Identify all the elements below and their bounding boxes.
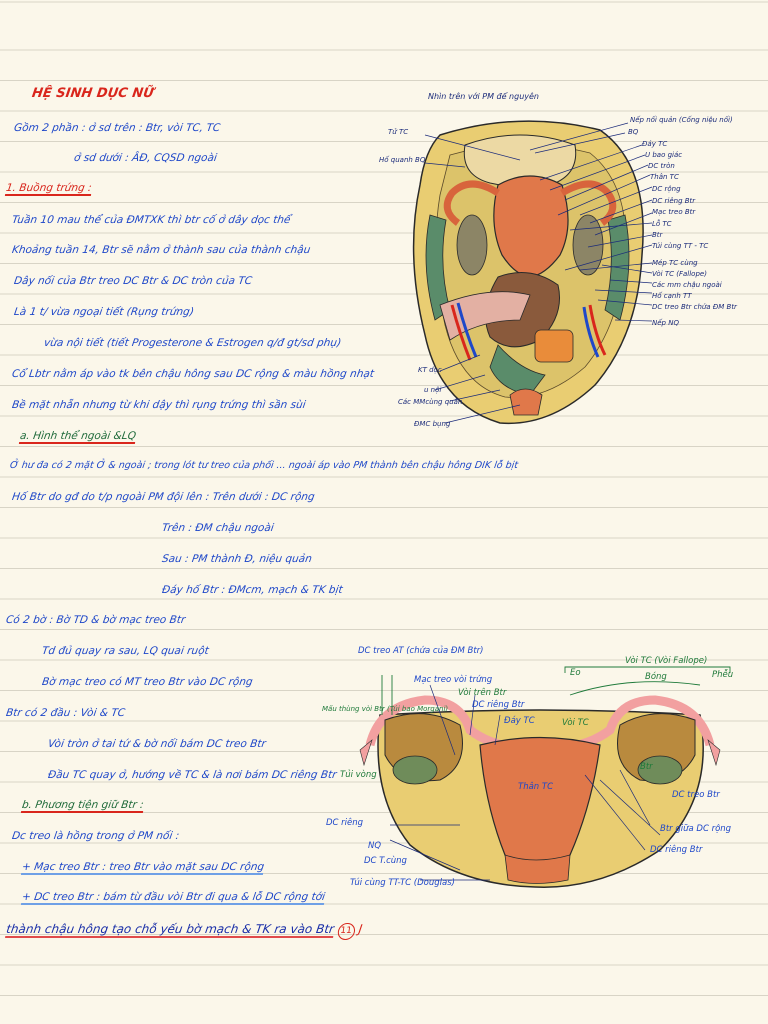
d1-label: DC treo Btr chứa ĐM Btr <box>652 303 737 311</box>
section-heading: a. Hình thể ngoài &LQ <box>18 430 137 444</box>
d1-label: BQ <box>628 128 639 136</box>
d2-label: NQ <box>368 841 382 851</box>
d2-label: Vòi TC (Vòi Fallope) <box>625 656 708 666</box>
d1-label: DC rộng <box>652 185 681 193</box>
section-heading: b. Phương tiện giữ Btr : <box>20 799 145 813</box>
d2-label: Mấu thùng vòi Btr (Túi bao Morgani) <box>322 705 449 713</box>
note-line: Vòi tròn ở tai tứ & bờ nối bám DC treo B… <box>47 738 267 750</box>
d1-label: Vòi TC (Fallope) <box>652 270 707 278</box>
uterus-adnexa-illustration <box>359 666 731 888</box>
d1-label: Đáy TC <box>642 140 668 148</box>
d2-label: DC T.cùng <box>364 856 407 866</box>
d1-label: DC tròn <box>648 162 675 170</box>
d2-label: Phễu <box>712 670 734 680</box>
note-line: Td đủ quay ra sau, LQ quai ruột <box>41 645 210 657</box>
note-line: Đầu TC quay ở, hướng về TC & là nơi bám … <box>47 769 338 781</box>
note-line: Bề mặt nhẵn nhưng từ khi dậy thì rụng tr… <box>11 399 307 411</box>
d2-label: Tủi vòng <box>340 770 377 780</box>
d2-label: Vòi trên Btr <box>458 688 507 698</box>
d2-label: Mạc treo vòi trứng <box>414 675 493 685</box>
note-line: + Mạc treo Btr : treo Btr vào mặt sau DC… <box>20 861 265 875</box>
d1-label: Mạc treo Btr <box>652 208 696 216</box>
note-line: Có 2 bờ : Bờ TD & bờ mạc treo Btr <box>5 614 187 626</box>
note-line: vừa nội tiết (tiết Progesterone & Estrog… <box>43 337 342 349</box>
d1-label: Thân TC <box>650 173 679 181</box>
note-line: Trên : ĐM chậu ngoài <box>161 522 275 534</box>
note-line: Dc treo là hồng trong ở PM nối : <box>11 830 180 842</box>
d2-label: DC riêng Btr <box>472 700 525 710</box>
d1-label: Tử TC <box>388 128 409 136</box>
d2-label: Btr <box>640 762 653 772</box>
note-line: + DC treo Btr : bám từ đầu vòi Btr đi qu… <box>20 891 326 905</box>
d2-label: Btr giữa DC rộng <box>660 824 732 834</box>
note-line: Sau : PM thành Đ, niệu quản <box>161 553 313 565</box>
d1-label: Nếp NQ <box>652 319 679 327</box>
note-line: Cổ Lbtr nằm áp vào tk bên chậu hông sau … <box>11 368 375 380</box>
d1-label: Mép TC cùng <box>652 259 698 267</box>
d1-label: Hố cạnh TT <box>652 292 692 300</box>
d1-label: u nội <box>424 386 442 394</box>
d1-label: Túi cùng TT - TC <box>652 242 709 250</box>
d2-label: Eo <box>570 668 581 678</box>
diagram1-header: Nhìn trên với PM để nguyên <box>428 92 540 101</box>
note-line: Tuần 10 mau thể của ĐMTXK thì btr cố ở d… <box>11 214 292 226</box>
d2-label: Vòi TC <box>562 718 589 728</box>
note-line: Khoảng tuần 14, Btr sẽ nằm ở thành sau c… <box>11 244 312 256</box>
page-title: HỆ SINH DỤC NỮ <box>30 86 155 101</box>
d1-label: Lỗ TC <box>652 220 672 228</box>
d2-label: DC treo Btr <box>672 790 720 800</box>
d2-label: DC treo AT (chứa của ĐM Btr) <box>358 646 484 656</box>
note-line: Btr có 2 đầu : Vòi & TC <box>5 707 126 719</box>
note-line: ở sd dưới : ÂĐ, CQSD ngoài <box>73 152 218 164</box>
d2-label: Túi cùng TT-TC (Douglas) <box>350 878 455 888</box>
d1-label: U bao giác <box>645 151 683 159</box>
pelvis-top-view-illustration <box>412 120 653 425</box>
note-line: Dây nối của Btr treo DC Btr & DC tròn củ… <box>13 275 253 287</box>
d1-label: Hố quanh BQ <box>379 156 426 164</box>
note-line: Bờ mạc treo có MT treo Btr vào DC rộng <box>41 676 254 688</box>
d2-label: Đáy TC <box>504 716 535 726</box>
d2-label: DC riêng <box>326 818 364 828</box>
d1-label: Các MMcùng quấn <box>398 398 463 406</box>
section-heading: 1. Buồng trứng : <box>4 182 93 196</box>
d1-label: Nếp nối quản (Cống niệu nối) <box>630 116 733 124</box>
d1-label: Btr <box>652 231 663 239</box>
note-line: Đáy hố Btr : ĐMcm, mạch & TK bịt <box>161 584 344 596</box>
note-line: thành chậu hông tạo chỗ yếu bờ mạch & TK… <box>5 922 363 940</box>
d1-label: DC riêng Btr <box>652 197 696 205</box>
note-line: Ở hư đa có 2 mặt Ở & ngoài ; trong lót t… <box>9 460 519 471</box>
d1-label: ĐMC bụng <box>414 420 451 428</box>
d2-label: Bóng <box>645 672 667 682</box>
d2-label: DC riêng Btr <box>650 845 703 855</box>
note-line: Hố Btr do gđ do t/p ngoài PM đội lên : T… <box>11 491 316 503</box>
d1-label: KT dọc <box>418 366 442 374</box>
note-number: 11 <box>336 923 356 940</box>
note-line: Gồm 2 phần : ở sd trên : Btr, vòi TC, TC <box>13 122 222 134</box>
d1-label: Các mm chậu ngoài <box>652 281 722 289</box>
d2-label: Thân TC <box>518 782 554 792</box>
note-line: Là 1 t/ vừa ngoại tiết (Rụng trứng) <box>13 306 195 318</box>
